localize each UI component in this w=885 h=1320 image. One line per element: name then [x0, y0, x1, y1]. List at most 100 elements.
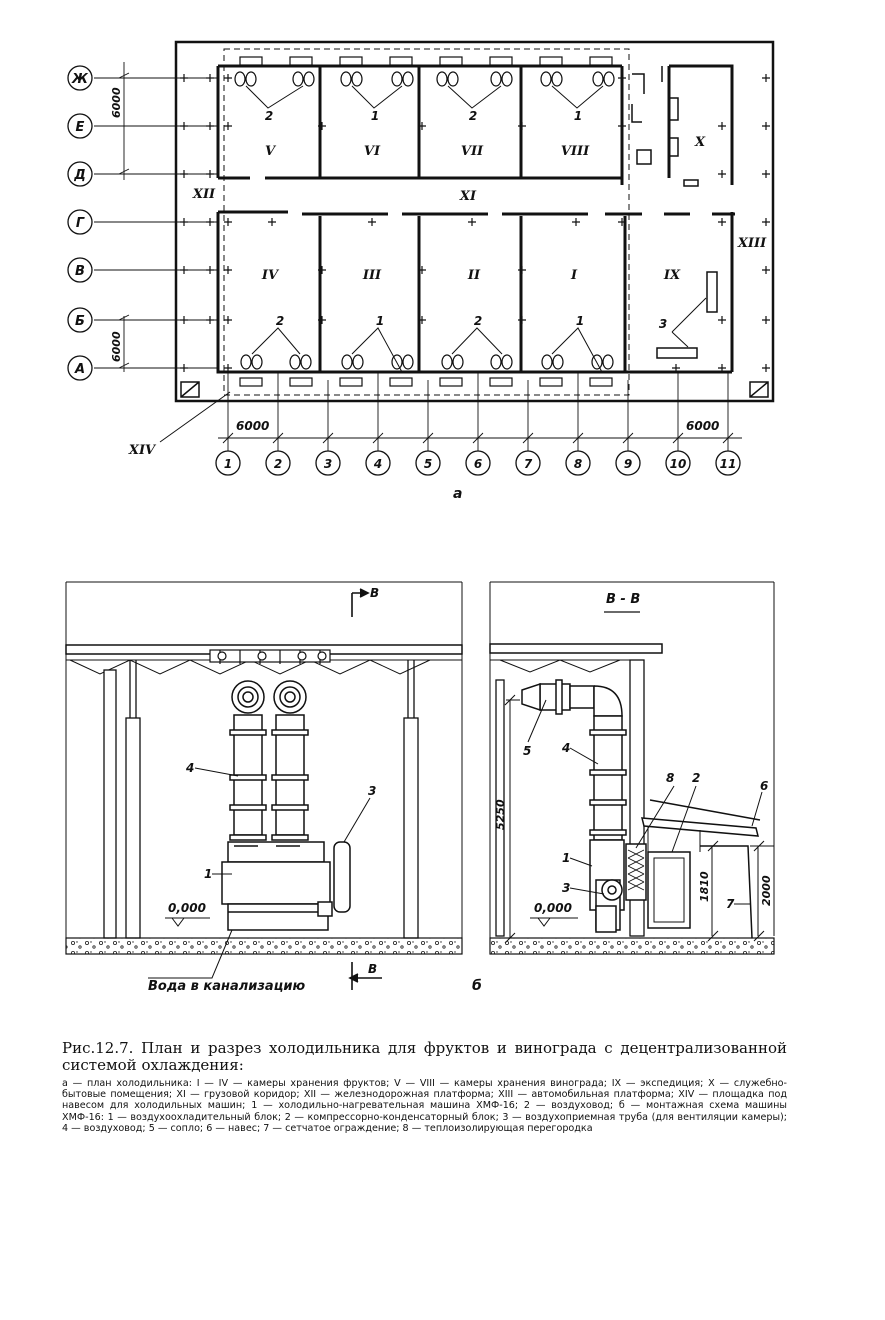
mark-bottom: 1	[376, 314, 384, 328]
plan-drawing: Ж Е Д Г В Б А 6000 6000 6000 6000 1 2 3	[67, 40, 775, 502]
section-arrow-top-label: В	[370, 586, 379, 600]
axis-number: 10	[670, 457, 687, 471]
drawing-sheet: Ж Е Д Г В Б А 6000 6000 6000 6000 1 2 3	[65, 40, 775, 994]
room-label-iii: III	[362, 268, 382, 283]
canopy	[641, 799, 761, 837]
shed-dashed-boundary	[223, 48, 630, 396]
vv-label-2: 2	[692, 771, 700, 785]
number-axis-markers	[215, 450, 741, 476]
mark-top: 2	[265, 109, 273, 123]
section-vv-drawing: В - В	[489, 581, 775, 955]
vv-label-1: 1	[562, 851, 570, 865]
dim-2000	[750, 840, 774, 942]
section-vv-level-mark	[530, 917, 578, 927]
dim-5250-label: 5250	[494, 799, 507, 830]
room-label-ii: II	[467, 268, 481, 283]
section-vv-labels: 1 2 3 4 5 6 7 8	[523, 741, 768, 911]
mark-top: 2	[469, 109, 477, 123]
shed-label: XIV	[128, 443, 157, 458]
water-leader	[148, 929, 233, 979]
plan-outer-outline	[174, 40, 775, 403]
section-b-level-mark	[165, 917, 210, 927]
axis-number: 2	[274, 457, 282, 471]
rail-platform-label: XII	[192, 187, 216, 202]
insulation-hatch	[627, 849, 645, 891]
room-label-x: X	[694, 135, 706, 150]
mark-top: 1	[371, 109, 379, 123]
compressor-block-inner	[653, 857, 685, 923]
mark-top: 1	[574, 109, 582, 123]
section-b-label-3: 3	[368, 784, 376, 798]
room-label-i: I	[570, 268, 578, 283]
axis-letter: Е	[76, 120, 85, 135]
section-vv-frame	[489, 581, 775, 940]
section-b-frame	[65, 581, 463, 940]
caption-legend: а — план холодильника: I — IV — камеры х…	[62, 1078, 787, 1134]
dim-right-label: 6000	[686, 419, 719, 433]
dim-1810-label: 1810	[698, 871, 711, 902]
dim-2000-label: 2000	[760, 875, 773, 906]
room-label-ix: IX	[663, 268, 681, 283]
top-chambers	[216, 64, 734, 185]
axis-letter: Д	[73, 168, 86, 183]
section-b-columns	[103, 660, 419, 939]
section-arrow-bottom-label: В	[368, 962, 377, 976]
section-b-sublabel: б	[472, 978, 482, 994]
expedition-table	[656, 347, 698, 359]
corner-mark-right	[749, 381, 769, 398]
mark-bottom: 1	[576, 314, 584, 328]
section-vv-roof	[489, 643, 663, 654]
leader-4	[194, 767, 239, 777]
dim-5250	[504, 694, 520, 944]
machine-units-top	[234, 56, 615, 87]
section-vv-machine	[589, 839, 625, 933]
expedition-scale	[706, 271, 718, 313]
room-label-iv: IV	[261, 268, 280, 283]
number-axis-lines	[218, 372, 742, 452]
axis-letter: В	[75, 264, 85, 279]
service-room-partitions	[631, 66, 699, 187]
shed-leader	[159, 391, 231, 443]
vv-label-6: 6	[760, 779, 768, 793]
axis-number: 3	[324, 457, 332, 471]
section-b-clamps	[209, 649, 331, 664]
axis-number: 7	[524, 457, 533, 471]
dim-bottom-label: 6000	[110, 331, 123, 362]
number-axis-labels: 1 2 3 4 5 6 7 8 9 10 11	[224, 457, 737, 471]
section-arrow-bottom	[348, 962, 382, 990]
axis-number: 8	[574, 457, 582, 471]
axis-number: 5	[424, 457, 432, 471]
axis-letter: Ж	[71, 72, 89, 87]
axis-letter: Б	[75, 314, 85, 329]
section-arrow-top	[351, 588, 370, 617]
mark-3-plan: 3	[659, 317, 667, 331]
axis-number: 6	[474, 457, 482, 471]
section-b-ducts	[229, 680, 309, 841]
section-b-level: 0,000	[168, 901, 206, 915]
section-b-drawing: 0,000 В В Вода в канализацию 4 3 1 б	[65, 581, 482, 994]
insulated-partition	[625, 843, 647, 901]
figure-caption: Рис.12.7. План и разрез холодильника для…	[62, 1040, 787, 1134]
axis-letter: Г	[76, 216, 85, 231]
leaders-bottom	[251, 297, 707, 373]
axis-number: 11	[720, 457, 737, 471]
leaders-top	[245, 85, 604, 109]
corner-mark-left	[180, 381, 200, 398]
section-vv-truss	[490, 659, 640, 673]
vv-label-4: 4	[561, 741, 570, 755]
corridor-label: XI	[459, 189, 477, 204]
dim-top-label: 6000	[110, 87, 123, 118]
vv-label-8: 8	[666, 771, 674, 785]
compressor-block	[647, 851, 691, 929]
vv-label-7: 7	[726, 897, 735, 911]
section-vv-level: 0,000	[534, 901, 572, 915]
mark-bottom: 2	[276, 314, 284, 328]
axis-number: 4	[373, 457, 382, 471]
letter-axis-markers	[67, 65, 93, 381]
section-vv-duct	[521, 679, 627, 841]
section-vv-title: В - В	[606, 592, 640, 607]
plan-sublabel: а	[453, 486, 462, 502]
section-vv-floor	[489, 937, 775, 955]
vv-label-5: 5	[523, 744, 531, 758]
section-b-label-4: 4	[185, 761, 194, 775]
